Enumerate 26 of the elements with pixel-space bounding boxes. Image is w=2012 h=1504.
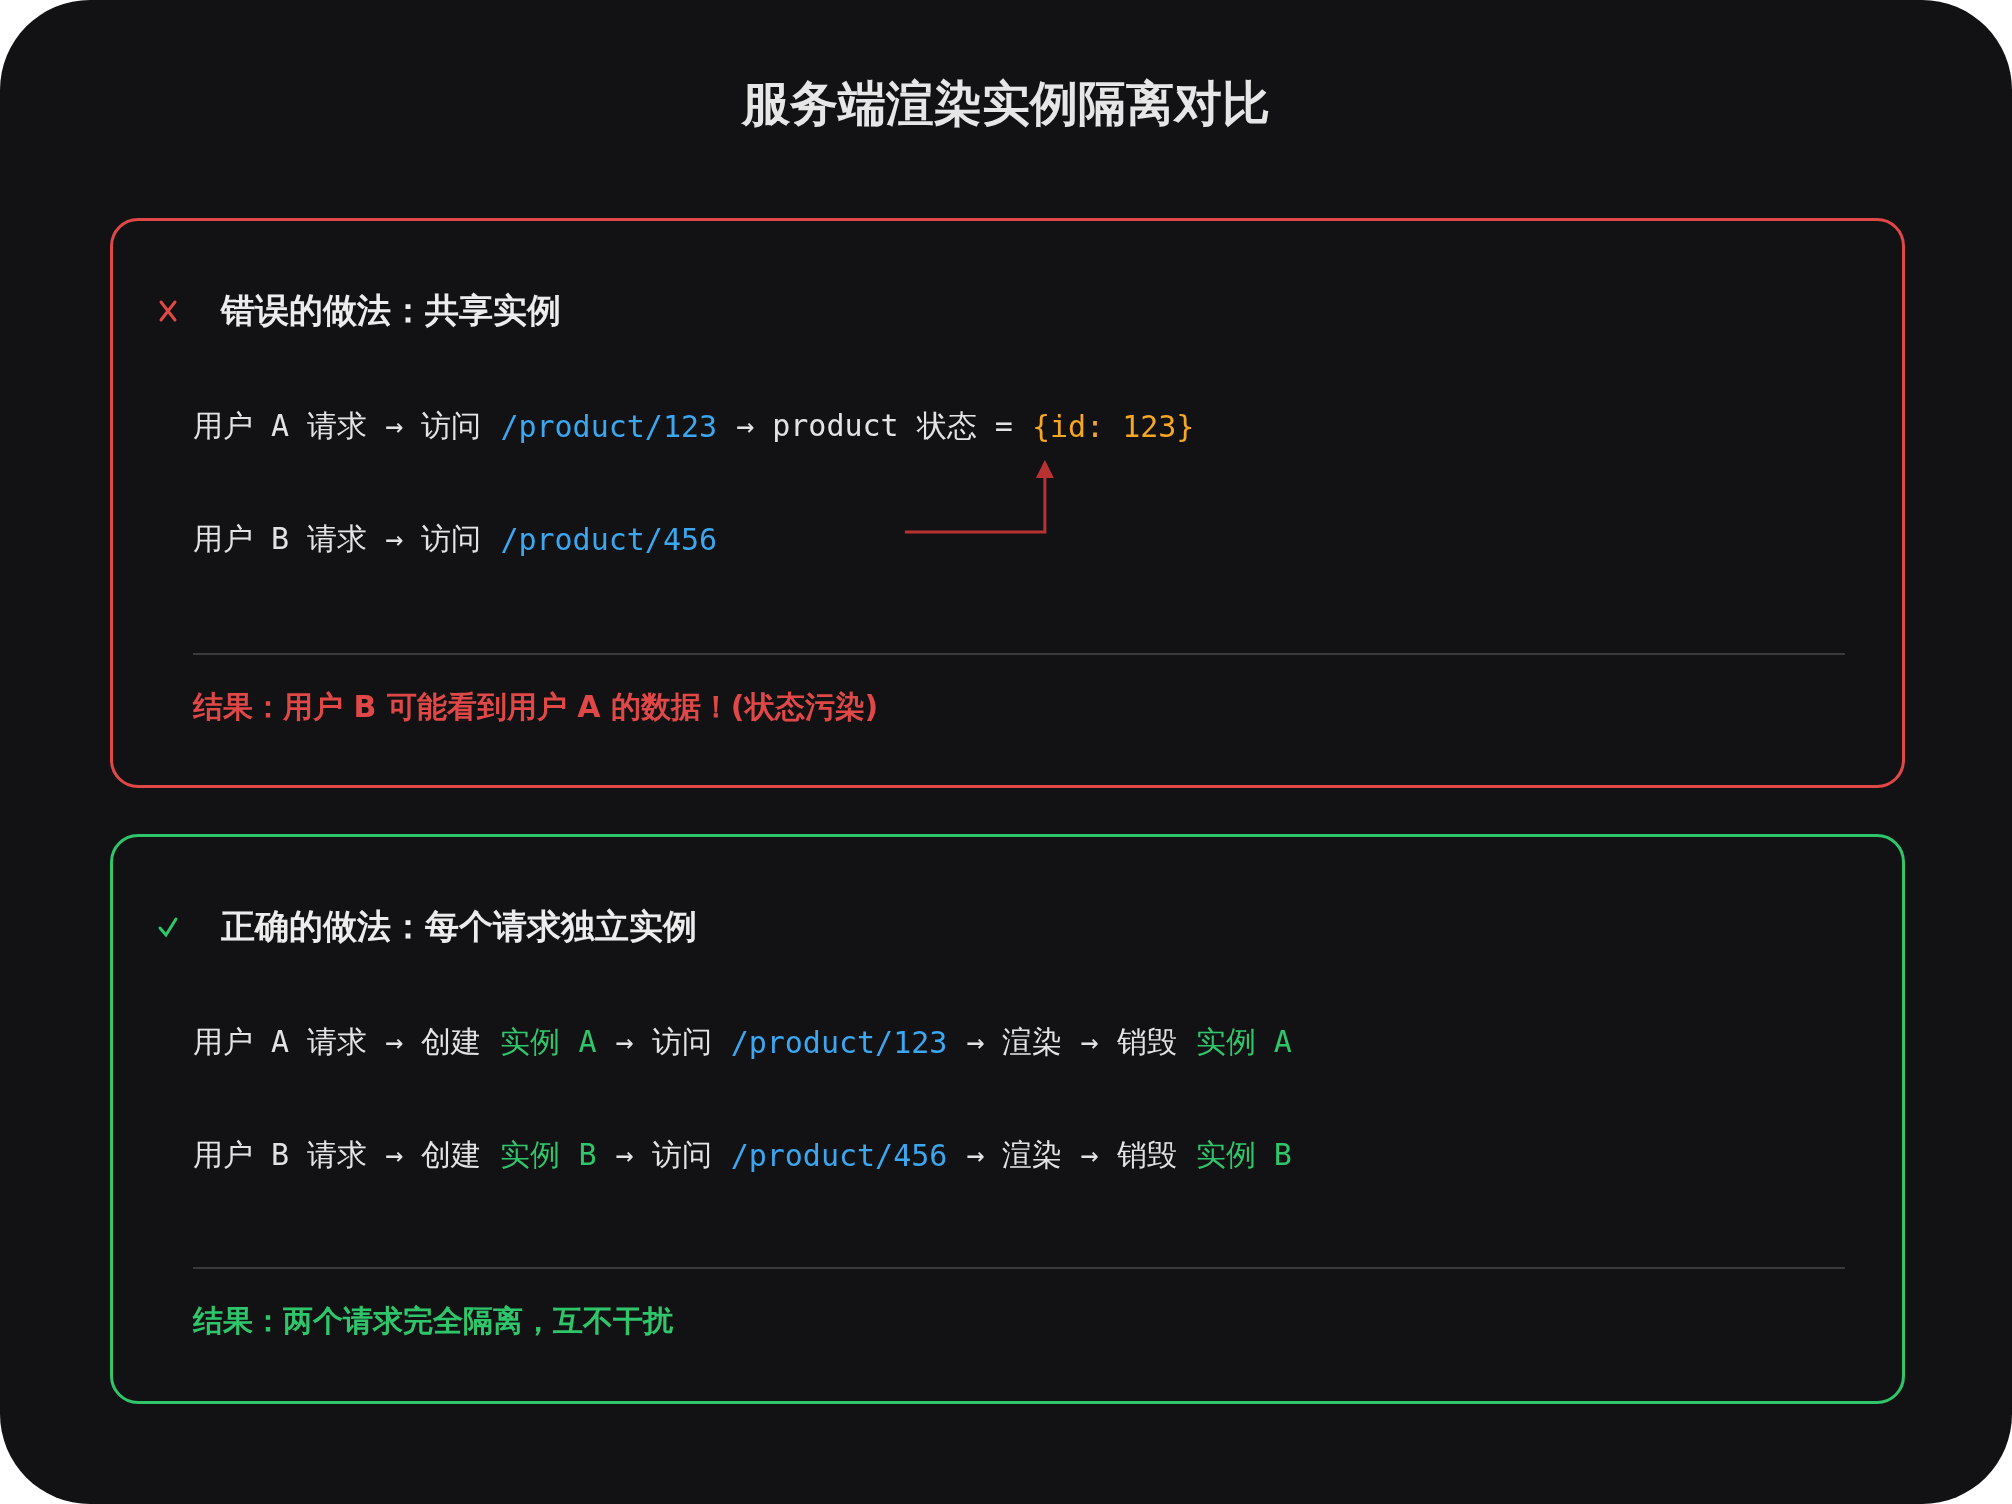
flow-text: → 访问	[615, 1022, 712, 1061]
flow-text: /product/123	[730, 1024, 948, 1060]
flow-text: 实例 B	[500, 1135, 597, 1174]
flow-text: 用户 B 请求 → 创建	[193, 1135, 482, 1174]
panel-heading: 正确的做法：每个请求独立实例	[221, 905, 697, 948]
arrow	[904, 459, 1054, 534]
flow-text: 实例 A	[500, 1022, 597, 1061]
flow-text: /product/123	[500, 408, 718, 444]
title: 服务端渲染实例隔离对比	[740, 74, 1271, 133]
flow-text: 用户 A 请求 → 创建	[193, 1022, 482, 1061]
panel-box	[110, 218, 1905, 788]
flow-text: 实例 A	[1195, 1022, 1292, 1061]
panel-box	[110, 834, 1905, 1404]
state-value: {id: 123}	[1031, 408, 1195, 444]
flow-text: → 渲染 → 销毁	[966, 1022, 1177, 1061]
flow-text: 实例 B	[1195, 1135, 1292, 1174]
flow-text: /product/456	[730, 1137, 948, 1173]
flow-text: 用户 B 请求 → 访问	[193, 519, 482, 558]
result-text: 结果：两个请求完全隔离，互不干扰	[193, 1301, 673, 1340]
result-text: 结果：用户 B 可能看到用户 A 的数据！(状态污染)	[193, 687, 879, 726]
flow-text: → 访问	[615, 1135, 712, 1174]
panel-heading: 错误的做法：共享实例	[221, 289, 561, 332]
flow-text: → product 状态 =	[736, 406, 1013, 445]
flow-text: /product/456	[500, 521, 718, 557]
flow-text: 用户 A 请求 → 访问	[193, 406, 482, 445]
flow-text: → 渲染 → 销毁	[966, 1135, 1177, 1174]
